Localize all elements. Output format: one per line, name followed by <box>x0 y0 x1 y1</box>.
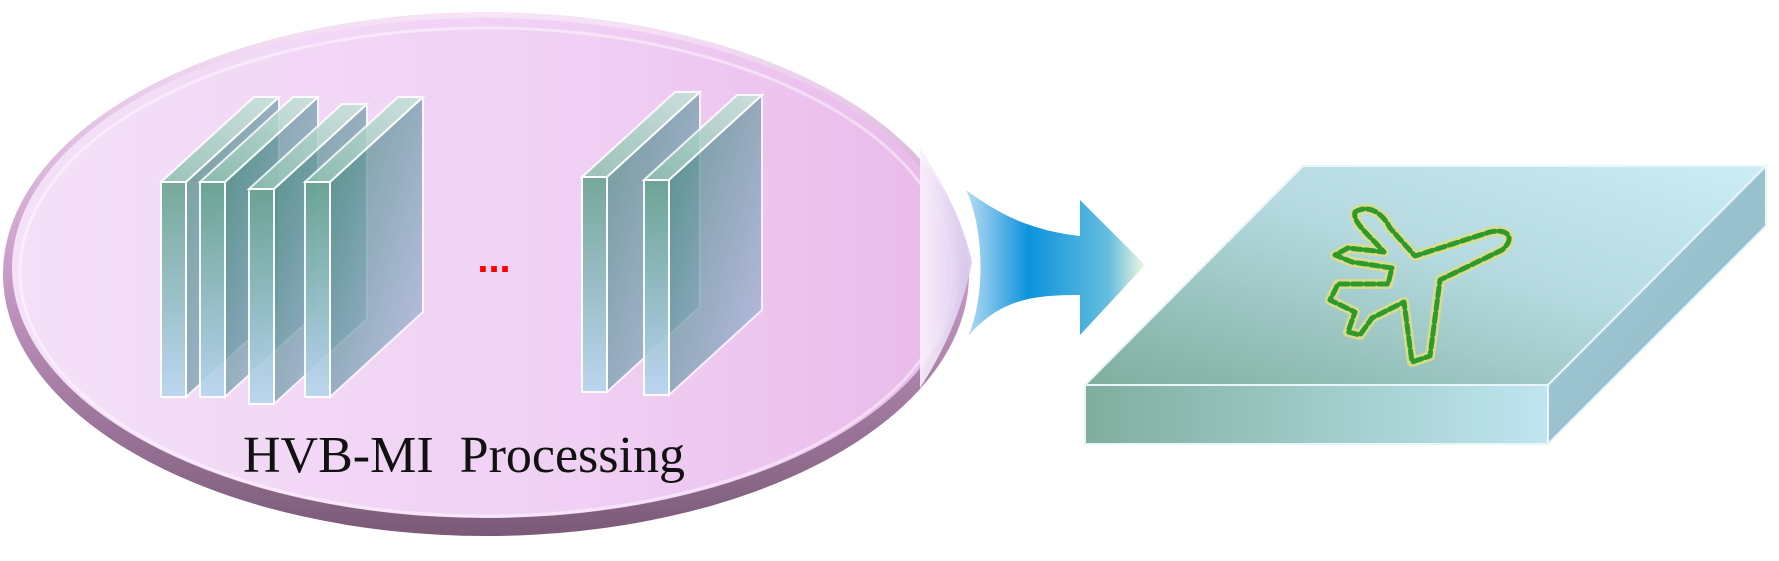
output-slab <box>1082 163 1769 447</box>
processing-caption: HVB-MI Processing <box>243 427 685 484</box>
airplane-outline-icon <box>1325 203 1515 367</box>
right-arrow-icon <box>966 190 1145 336</box>
ellipsis-text: ... <box>477 237 510 281</box>
ellipse-cutaway <box>920 148 972 388</box>
